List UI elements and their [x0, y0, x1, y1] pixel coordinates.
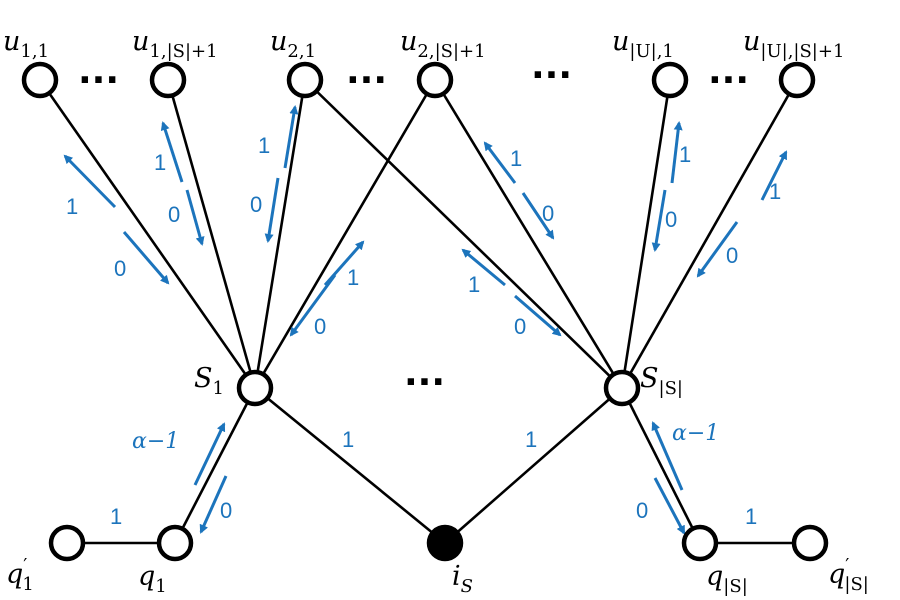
- label-uUs: u|U|,|S|+1: [743, 26, 844, 62]
- label-q1p: q′1: [6, 555, 34, 595]
- weight-label: 1: [258, 133, 270, 158]
- arrow-u21-down: [264, 177, 280, 243]
- weight-label: α−1: [672, 421, 719, 446]
- arrow-uU1-up: [670, 121, 683, 184]
- node-u21: [286, 61, 324, 99]
- arrow-u11-up: [63, 154, 117, 209]
- edge-sS-iS: [444, 387, 623, 544]
- node-iS: [426, 524, 464, 562]
- node-u1s: [149, 61, 187, 99]
- nodes: [21, 61, 829, 562]
- weight-label: 1: [510, 146, 522, 171]
- weight-label: 0: [726, 243, 738, 268]
- label-u21: u2,1: [270, 26, 316, 62]
- node-uUs: [778, 61, 816, 99]
- edge-u1s-s1: [166, 79, 257, 389]
- weight-label: 1: [525, 427, 537, 452]
- arrow-sS-q-down: [653, 477, 686, 535]
- arrow-s1-q-up: [193, 422, 226, 486]
- weight-label: 1: [347, 265, 359, 290]
- edge-uUs-sS: [620, 79, 799, 389]
- arrow-uUs-down: [696, 221, 739, 278]
- weight-label: 0: [314, 314, 326, 339]
- node-labels: u1,1 u1,|S|+1 u2,1 u2,|S|+1 u|U|,1 u|U|,…: [3, 26, 869, 597]
- weight-labels: 1 0 1 0 1 0 1 0 1 0 1 0 1 0 1 0 α−1 0 α−…: [66, 133, 781, 529]
- arrow-sS-q-up: [651, 421, 684, 491]
- label-uU1: u|U|,1: [612, 26, 674, 62]
- label-qS: q|S|: [706, 561, 748, 597]
- node-q1: [156, 524, 194, 562]
- edge-u21-sS: [304, 79, 623, 389]
- arrow-x2s-up: [461, 248, 506, 287]
- label-u11: u1,1: [3, 26, 49, 62]
- label-SS: S|S|: [640, 363, 683, 399]
- node-u2s: [416, 61, 454, 99]
- edge-u11-s1: [38, 79, 257, 389]
- arrow-u21-up: [283, 105, 299, 169]
- weight-label: 0: [542, 201, 554, 226]
- edge-u2s-sS: [433, 79, 624, 389]
- node-S1: [236, 369, 274, 407]
- weight-label: 1: [342, 427, 354, 452]
- node-uU1: [651, 61, 689, 99]
- weight-label: α−1: [132, 429, 179, 454]
- label-q1: q1: [138, 561, 167, 597]
- arrow-uU1-down: [651, 189, 667, 252]
- arrow-u2s-down: [521, 192, 555, 240]
- ellipsis: ···: [708, 60, 749, 101]
- weight-label: 0: [665, 207, 677, 232]
- weight-label: 1: [745, 504, 757, 529]
- arrow-uUs-up: [760, 150, 788, 201]
- ellipses: ··· ··· ··· ··· ···: [78, 55, 749, 403]
- ellipsis: ···: [78, 60, 119, 101]
- node-qS: [681, 524, 719, 562]
- weight-label: 0: [168, 202, 180, 227]
- weight-label: 1: [110, 504, 122, 529]
- ellipsis: ···: [531, 55, 572, 96]
- weight-label: 1: [769, 179, 781, 204]
- ellipsis: ···: [346, 60, 387, 101]
- node-qSp: [791, 524, 829, 562]
- edge-s1-iS: [254, 386, 446, 545]
- label-u1s: u1,|S|+1: [132, 26, 218, 62]
- edges: [38, 79, 810, 545]
- label-iS: iS: [452, 561, 473, 597]
- weight-label: 0: [636, 498, 648, 523]
- node-u11: [21, 61, 59, 99]
- label-u2s: u2,|S|+1: [400, 26, 486, 62]
- weight-label: 1: [66, 194, 78, 219]
- arrow-u1s-up: [160, 121, 184, 183]
- edge-u21-s1: [253, 79, 307, 389]
- weight-label: 0: [114, 256, 126, 281]
- arrow-u1s-down: [185, 189, 205, 246]
- label-S1: S1: [194, 363, 224, 399]
- weight-label: 0: [220, 498, 232, 523]
- arrow-u2s-up: [483, 141, 517, 184]
- arrow-u11-down: [122, 231, 170, 285]
- weight-label: 1: [468, 272, 480, 297]
- edge-sS-qS: [620, 387, 702, 544]
- arrow-x2s-down: [514, 294, 562, 337]
- node-q1p: [48, 524, 86, 562]
- weight-label: 1: [154, 150, 166, 175]
- edge-u2s-s1: [253, 79, 437, 389]
- weight-label: 0: [514, 314, 526, 339]
- edge-s1-q1: [173, 387, 257, 544]
- arrow-x21-down: [289, 274, 337, 337]
- ellipsis: ···: [404, 362, 445, 403]
- edge-uU1-sS: [620, 79, 672, 389]
- weight-label: 1: [679, 142, 691, 167]
- arrow-s1-q-down: [199, 475, 228, 534]
- weight-label: 0: [250, 192, 262, 217]
- weight-arrows: [63, 105, 788, 535]
- label-qSp: q′|S|: [828, 555, 869, 595]
- node-SS: [603, 369, 641, 407]
